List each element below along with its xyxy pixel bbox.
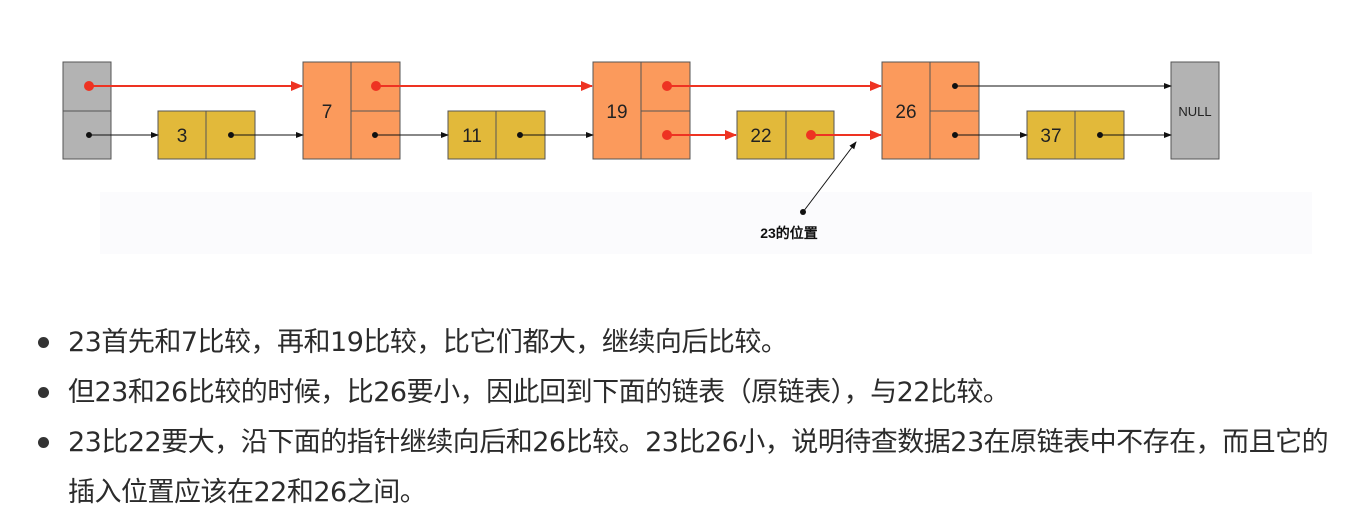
node-label: 26 — [895, 102, 916, 123]
diagram-background — [100, 192, 1312, 254]
bullet-icon — [38, 387, 49, 398]
base-level-pointers — [86, 132, 1172, 138]
skip-list-svg: 7 19 26 3 11 22 37 NULL — [62, 61, 1312, 254]
node-label: 22 — [750, 126, 771, 147]
search-path — [84, 81, 882, 140]
index-level-pointer — [952, 83, 1172, 89]
bullet-icon — [38, 437, 49, 448]
explanation-list: 23首先和7比较，再和19比较，比它们都大，继续向后比较。 但23和26比较的时… — [38, 318, 1338, 518]
null-node: NULL — [1170, 61, 1220, 160]
list-item: 23首先和7比较，再和19比较，比它们都大，继续向后比较。 — [38, 318, 1338, 368]
list-item-text: 23首先和7比较，再和19比较，比它们都大，继续向后比较。 — [68, 327, 788, 358]
annotation-label: 23的位置 — [760, 225, 818, 241]
bullet-icon — [38, 337, 49, 348]
skip-list-diagram: 7 19 26 3 11 22 37 NULL — [62, 61, 1312, 254]
list-item-text: 但23和26比较的时候，比26要小，因此回到下面的链表（原链表），与22比较。 — [68, 377, 1010, 408]
node-label: 19 — [606, 102, 627, 123]
node-label: 3 — [177, 126, 188, 147]
index-node-19: 19 — [592, 61, 691, 160]
sentinel-node — [62, 61, 112, 160]
node-label: 7 — [322, 102, 333, 123]
list-item-text: 23比22要大，沿下面的指针继续向后和26比较。23比26小，说明待查数据23在… — [68, 427, 1329, 508]
null-label: NULL — [1178, 104, 1211, 119]
node-label: 37 — [1040, 126, 1061, 147]
list-item: 23比22要大，沿下面的指针继续向后和26比较。23比26小，说明待查数据23在… — [38, 418, 1338, 518]
index-node-7: 7 — [302, 61, 401, 160]
index-node-26: 26 — [881, 61, 980, 160]
list-item: 但23和26比较的时候，比26要小，因此回到下面的链表（原链表），与22比较。 — [38, 368, 1338, 418]
insert-position-annotation: 23的位置 — [760, 141, 857, 241]
node-label: 11 — [462, 126, 482, 147]
